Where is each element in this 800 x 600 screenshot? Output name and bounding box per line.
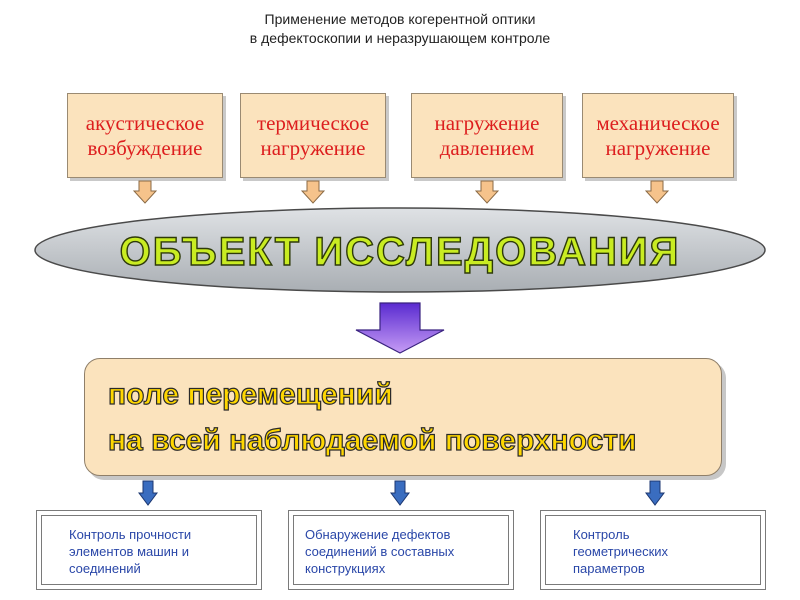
application-line: Контроль <box>573 527 630 542</box>
down-arrow-icon <box>133 180 157 204</box>
big-down-arrow-icon <box>355 302 445 354</box>
object-label: ОБЪЕКТ ИССЛЕДОВАНИЯ <box>120 230 681 274</box>
source-label: нагружение <box>434 110 540 135</box>
diagram-title: Применение методов когерентной оптики в … <box>0 10 800 48</box>
source-label: нагружение <box>605 135 711 160</box>
source-label: механическое <box>596 110 720 135</box>
box-inner-frame <box>293 515 509 585</box>
application-box-defects: Обнаружение дефектов соединений в состав… <box>288 510 514 590</box>
source-label: давлением <box>439 135 535 160</box>
application-line: соединений в составных <box>305 544 455 559</box>
application-text: Контроль геометрических параметров <box>573 526 668 577</box>
application-text: Контроль прочности элементов машин и сое… <box>69 526 191 577</box>
source-box-pressure: нагружение давлением <box>411 93 563 178</box>
source-label: термическое <box>256 110 370 135</box>
source-box-mechanical: механическое нагружение <box>582 93 734 178</box>
result-text-layer: поле перемещений на всей наблюдаемой пов… <box>107 377 637 457</box>
box-inner-frame <box>545 515 761 585</box>
source-label: возбуждение <box>87 135 203 160</box>
down-arrow-icon <box>475 180 499 204</box>
application-line: Обнаружение дефектов <box>305 527 451 542</box>
title-line-2: в дефектоскопии и неразрушающем контроле <box>249 30 551 46</box>
application-line: элементов машин и <box>69 544 189 559</box>
application-text: Обнаружение дефектов соединений в состав… <box>305 526 454 577</box>
down-arrow-icon <box>138 480 158 506</box>
object-ellipse: ОБЪЕКТ ИССЛЕДОВАНИЯ <box>34 207 766 293</box>
result-box <box>84 358 722 476</box>
source-label: нагружение <box>260 135 366 160</box>
application-box-geometry: Контроль геометрических параметров <box>540 510 766 590</box>
source-box-thermal: термическое нагружение <box>240 93 386 178</box>
result-line-1: поле перемещений <box>108 378 393 411</box>
down-arrow-icon <box>390 480 410 506</box>
application-line: геометрических <box>573 544 669 559</box>
application-line: Контроль прочности <box>69 527 192 542</box>
down-arrow-icon <box>301 180 325 204</box>
title-line-1: Применение методов когерентной оптики <box>264 11 536 27</box>
application-line: параметров <box>573 561 645 576</box>
down-arrow-icon <box>645 180 669 204</box>
down-arrow-icon <box>645 480 665 506</box>
application-box-strength: Контроль прочности элементов машин и сое… <box>36 510 262 590</box>
result-line-2: на всей наблюдаемой поверхности <box>108 424 636 457</box>
source-box-acoustic: акустическое возбуждение <box>67 93 223 178</box>
application-line: соединений <box>69 561 141 576</box>
source-label: акустическое <box>85 110 205 135</box>
box-inner-frame <box>41 515 257 585</box>
application-line: конструкциях <box>305 561 386 576</box>
